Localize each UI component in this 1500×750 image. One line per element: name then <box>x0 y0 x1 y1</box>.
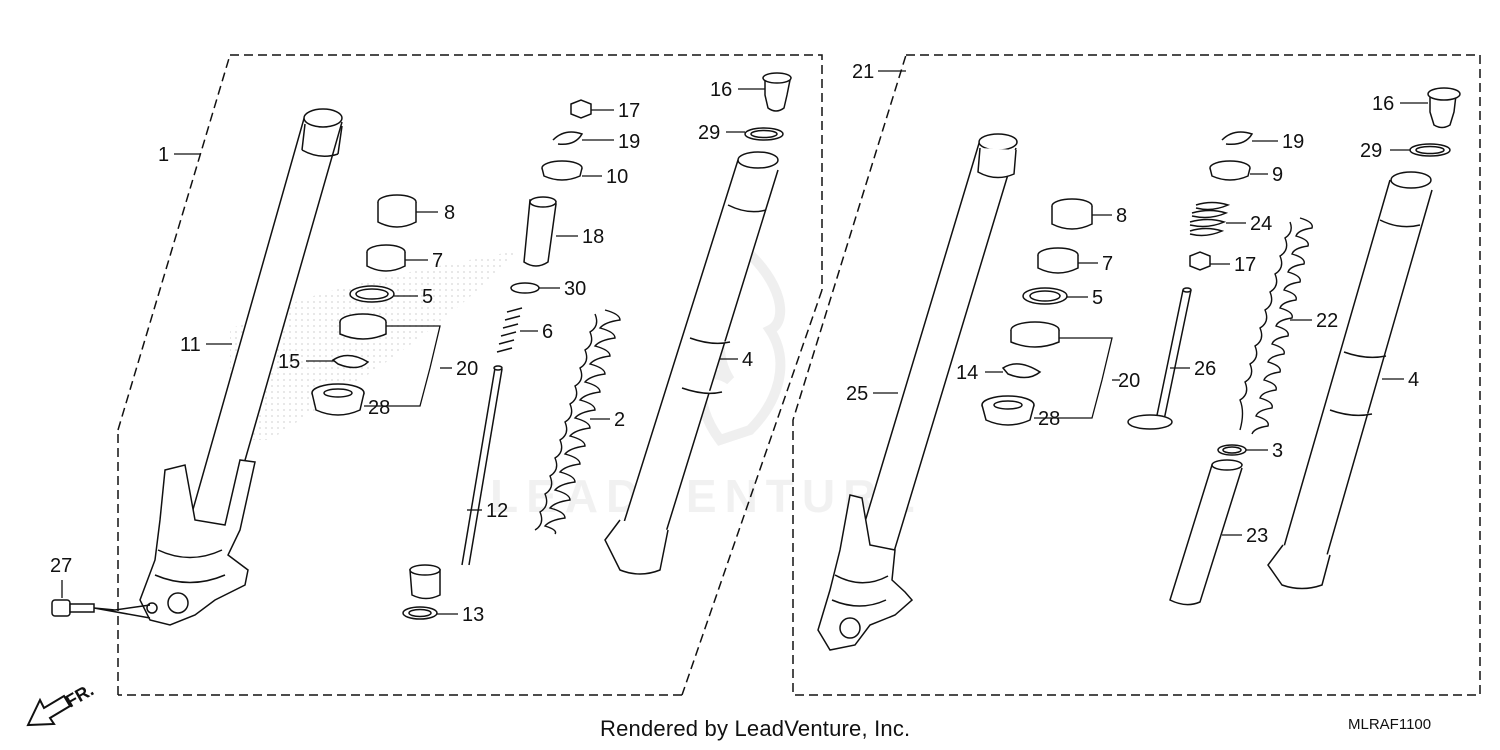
callout-18: 18 <box>582 226 604 248</box>
callout-20-right: 20 <box>1118 370 1140 392</box>
seal-parts-right <box>981 198 1093 426</box>
callout-15: 15 <box>278 351 300 373</box>
honda-wing-logo-watermark <box>230 250 520 440</box>
seal-parts-left <box>311 194 417 416</box>
callout-5-left: 5 <box>422 286 433 308</box>
render-credit: Rendered by LeadVenture, Inc. <box>600 716 911 741</box>
callout-25: 25 <box>846 383 868 405</box>
callout-10: 10 <box>606 166 628 188</box>
callout-27: 27 <box>50 555 72 577</box>
callout-26: 26 <box>1194 358 1216 380</box>
callout-12: 12 <box>486 500 508 522</box>
damper-parts-left <box>402 99 592 620</box>
callout-23: 23 <box>1246 525 1268 547</box>
callout-22: 22 <box>1316 310 1338 332</box>
callout-24: 24 <box>1250 213 1272 235</box>
front-direction-arrow: FR. <box>26 680 97 727</box>
callout-1: 1 <box>158 144 169 166</box>
bolt-27 <box>51 599 151 619</box>
callout-5-right: 5 <box>1092 287 1103 309</box>
leader-lines <box>61 70 1428 615</box>
inner-tube-25 <box>857 133 1018 556</box>
callout-8-left: 8 <box>444 202 455 224</box>
watermark: LEADVENTURE <box>230 242 923 522</box>
frame-left <box>117 54 823 696</box>
watermark-text: LEADVENTURE <box>490 470 923 522</box>
axle-holder-right <box>817 494 914 651</box>
frame-right <box>792 54 1481 696</box>
callout-19-right: 19 <box>1282 131 1304 153</box>
callout-6: 6 <box>542 321 553 343</box>
callout-30: 30 <box>564 278 586 300</box>
fork-spring-22 <box>1239 217 1313 435</box>
callout-labels: 1 11 27 15 8 7 5 20 28 17 19 10 18 30 6 … <box>50 61 1419 626</box>
outer-tube-right <box>1267 87 1461 590</box>
callout-19-left: 19 <box>618 131 640 153</box>
callout-16-right: 16 <box>1372 93 1394 115</box>
callout-7-left: 7 <box>432 250 443 272</box>
callout-2: 2 <box>614 409 625 431</box>
callout-9: 9 <box>1272 164 1283 186</box>
callout-29-right: 29 <box>1360 140 1382 162</box>
callout-17-right: 17 <box>1234 254 1256 276</box>
callout-28-right: 28 <box>1038 408 1060 430</box>
callout-20-left: 20 <box>456 358 478 380</box>
callout-4-right: 4 <box>1408 369 1419 391</box>
diagram-code: MLRAF1100 <box>1348 716 1432 733</box>
callout-28-left: 28 <box>368 397 390 419</box>
callout-14: 14 <box>956 362 978 384</box>
callout-21: 21 <box>852 61 874 83</box>
axle-holder-left <box>139 459 256 626</box>
callout-4-left: 4 <box>742 349 753 371</box>
outer-tube-left <box>604 72 792 575</box>
fork-spring-2 <box>534 309 621 535</box>
callout-29-left: 29 <box>698 122 720 144</box>
callout-16-left: 16 <box>710 79 732 101</box>
arrow-icon <box>26 694 72 727</box>
callout-13: 13 <box>462 604 484 626</box>
callout-8-right: 8 <box>1116 205 1127 227</box>
damper-parts-right <box>1127 131 1254 606</box>
callout-17-left: 17 <box>618 100 640 122</box>
callout-11: 11 <box>180 334 201 356</box>
callout-3: 3 <box>1272 440 1283 462</box>
callout-7-right: 7 <box>1102 253 1113 275</box>
